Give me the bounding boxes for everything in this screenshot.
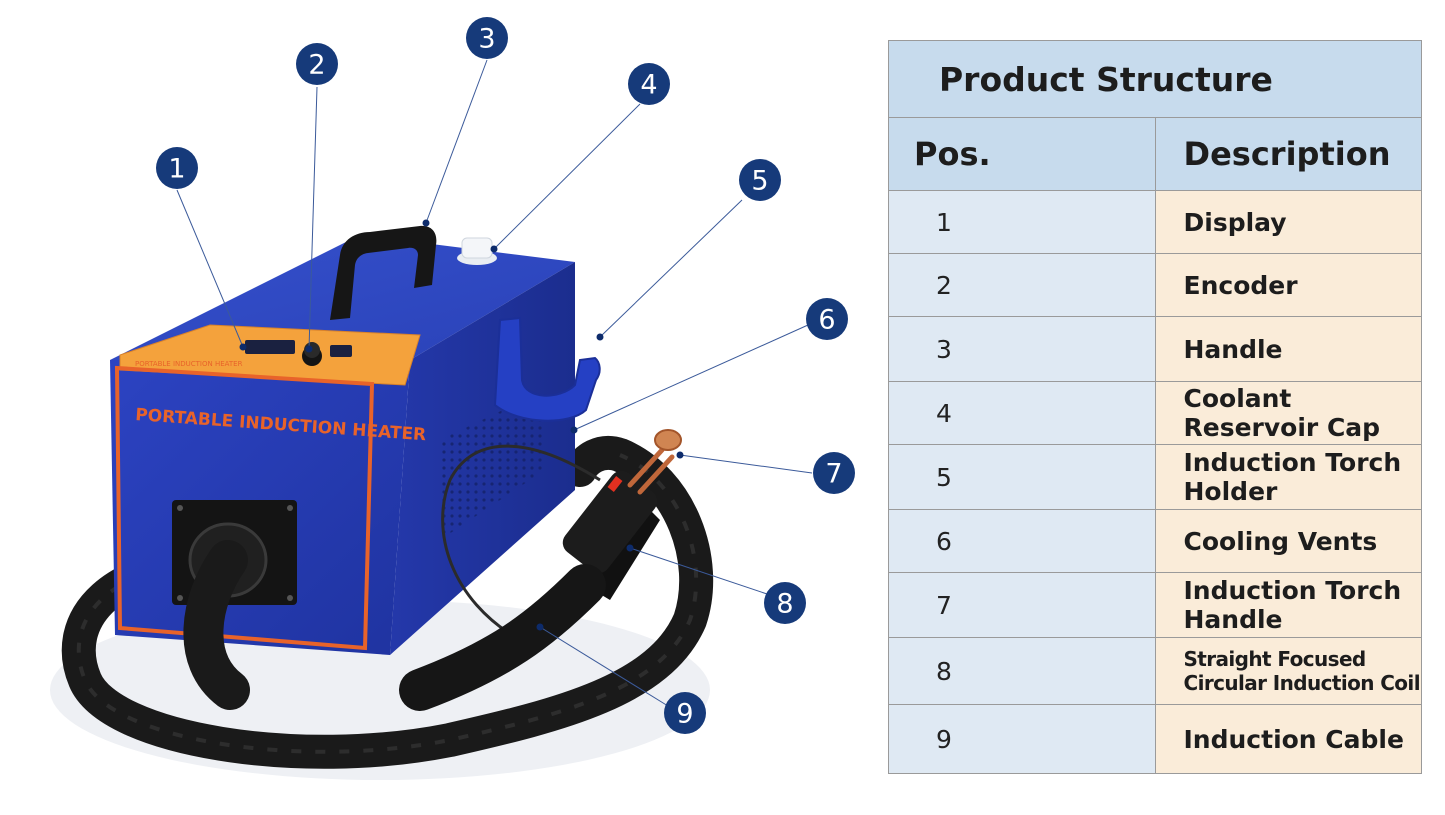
description-cell: Display <box>1154 190 1422 254</box>
pos-cell: 4 <box>888 381 1156 445</box>
table-row: 3 Handle <box>888 316 1422 382</box>
svg-text:9: 9 <box>676 699 693 730</box>
top-panel-label: PORTABLE INDUCTION HEATER <box>135 360 243 368</box>
description-cell: Coolant Reservoir Cap <box>1154 381 1422 445</box>
table-row: 1 Display <box>888 190 1422 254</box>
pos-cell: 5 <box>888 444 1156 510</box>
column-header-pos: Pos. <box>888 117 1156 191</box>
pos-cell: 7 <box>888 572 1156 638</box>
pos-cell: 9 <box>888 704 1156 774</box>
svg-text:7: 7 <box>825 459 842 490</box>
display[interactable] <box>245 340 295 354</box>
front-panel-border <box>114 365 375 651</box>
callout-5: 5 <box>739 159 781 201</box>
description-cell: Induction Torch Holder <box>1154 444 1422 510</box>
induction-torch-holder <box>493 316 601 422</box>
product-illustration: PORTABLE INDUCTION HEATER PORTABLE INDUC… <box>50 17 855 780</box>
description-cell: Handle <box>1154 316 1422 382</box>
table-row: 5 Induction Torch Holder <box>888 444 1422 510</box>
svg-text:8: 8 <box>776 589 793 620</box>
table-row: 6 Cooling Vents <box>888 509 1422 573</box>
svg-text:6: 6 <box>818 305 835 336</box>
pos-cell: 6 <box>888 509 1156 573</box>
induction-coil <box>627 429 682 495</box>
handle[interactable] <box>330 225 437 320</box>
callout-8: 8 <box>764 582 806 624</box>
cooling-vents <box>440 390 545 540</box>
description-cell: Induction Cable <box>1154 704 1422 774</box>
callout-9: 9 <box>664 692 706 734</box>
svg-text:3: 3 <box>478 24 495 55</box>
description-cell: Induction Torch Handle <box>1154 572 1422 638</box>
callout-6: 6 <box>806 298 848 340</box>
table-row: 8 Straight Focused Circular Induction Co… <box>888 637 1422 705</box>
pos-cell: 8 <box>888 637 1156 705</box>
induction-cable <box>399 564 606 711</box>
induction-torch-handle[interactable] <box>558 466 662 600</box>
callout-lines <box>176 59 813 707</box>
svg-text:2: 2 <box>308 50 325 81</box>
signal-cable <box>441 444 601 642</box>
table-row: 4 Coolant Reservoir Cap <box>888 381 1422 445</box>
pos-cell: 1 <box>888 190 1156 254</box>
table-title: Product Structure <box>888 40 1422 118</box>
description-cell: Straight Focused Circular Induction Coil <box>1154 637 1422 705</box>
table-row: 7 Induction Torch Handle <box>888 572 1422 638</box>
callout-dots <box>239 219 684 631</box>
callout-1: 1 <box>156 147 198 189</box>
svg-text:1: 1 <box>168 154 185 185</box>
callout-3: 3 <box>466 17 508 59</box>
product-structure-table: Product Structure Pos. Description 1 Dis… <box>888 40 1422 774</box>
svg-text:5: 5 <box>751 166 768 197</box>
column-header-description: Description <box>1154 117 1422 191</box>
table-header-row: Pos. Description <box>888 117 1422 191</box>
pos-cell: 2 <box>888 253 1156 317</box>
table-row: 9 Induction Cable <box>888 704 1422 774</box>
table-title-row: Product Structure <box>888 40 1422 118</box>
pos-cell: 3 <box>888 316 1156 382</box>
description-cell: Encoder <box>1154 253 1422 317</box>
table-row: 2 Encoder <box>888 253 1422 317</box>
callout-4: 4 <box>628 63 670 105</box>
callout-2: 2 <box>296 43 338 85</box>
description-cell: Cooling Vents <box>1154 509 1422 573</box>
svg-text:4: 4 <box>640 70 657 101</box>
callout-7: 7 <box>813 452 855 494</box>
